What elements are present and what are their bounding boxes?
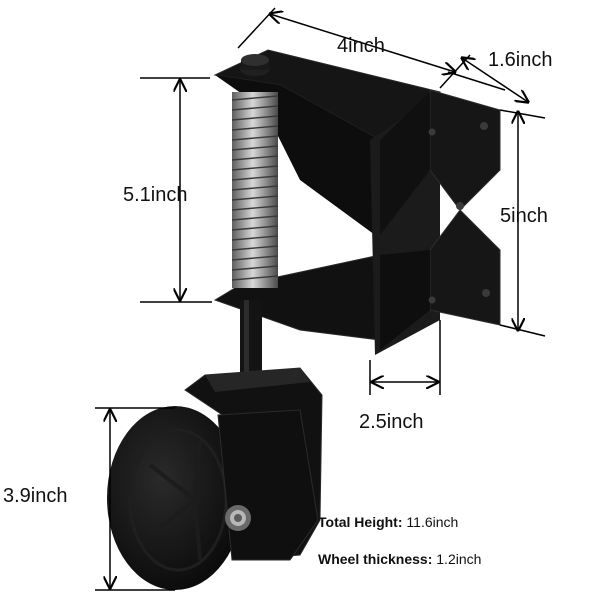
dimension-lines <box>95 7 546 591</box>
spec-wheel-thickness-value: 1.2inch <box>436 551 482 567</box>
dimension-label-plate-width: 2.5inch <box>359 411 424 433</box>
spec-total-height-value: 11.6inch <box>406 514 459 530</box>
spec-total-height-label: Total Height: <box>318 514 403 530</box>
spec-wheel-thickness-label: Wheel thickness: <box>318 551 433 567</box>
dimension-label-spring-height: 5.1inch <box>123 184 188 206</box>
spec-total-height: Total Height: 11.6inch <box>318 515 458 529</box>
dimension-label-wheel-diameter: 3.9inch <box>3 485 68 507</box>
dimension-label-bracket-depth: 1.6inch <box>488 49 553 71</box>
spring <box>231 92 279 288</box>
dimension-label-plate-height: 5inch <box>500 205 548 227</box>
caster-stem <box>240 300 262 390</box>
mounting-bracket <box>213 49 501 355</box>
dimension-label-top-length: 4inch <box>337 35 385 57</box>
spec-wheel-thickness: Wheel thickness: 1.2inch <box>318 552 481 566</box>
wheel <box>107 406 319 590</box>
